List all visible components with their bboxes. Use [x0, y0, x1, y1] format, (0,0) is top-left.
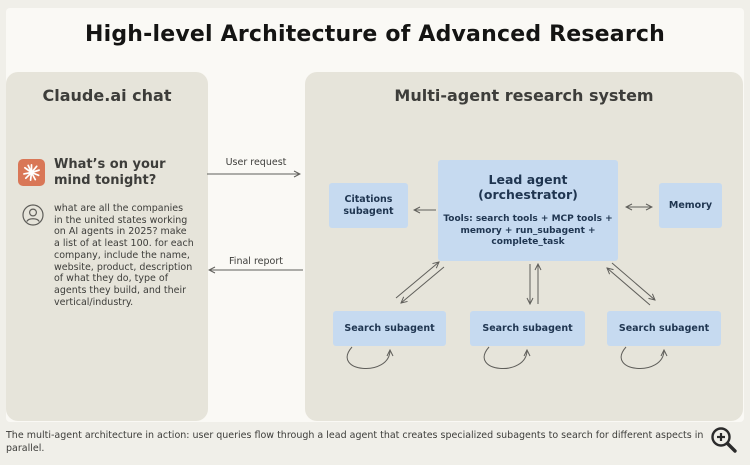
claude-sunburst-icon — [18, 159, 45, 186]
memory-box: Memory — [659, 183, 722, 228]
claude-chat-panel: Claude.ai chat — [6, 72, 208, 421]
search-subagent-box-3: Search subagent — [607, 311, 721, 346]
citations-subagent-box: Citations subagent — [329, 183, 408, 228]
diagram-title: High-level Architecture of Advanced Rese… — [84, 22, 666, 47]
lead-agent-subtitle: (orchestrator) — [478, 187, 578, 202]
search1-to-lead-arrow — [395, 262, 439, 299]
user-avatar-icon — [22, 204, 44, 226]
lead-agent-box: Lead agent (orchestrator) Tools: search … — [438, 160, 618, 261]
user-request-label: User request — [225, 157, 287, 168]
prompt-heading: What’s on your mind tonight? — [54, 157, 166, 188]
search-subagent-box-2: Search subagent — [470, 311, 585, 346]
search3-self-loop — [620, 346, 664, 369]
user-query-text: what are all the companies in the united… — [54, 203, 194, 308]
lead-to-search3-arrow — [611, 262, 655, 300]
lead-agent-title: Lead agent — [488, 172, 568, 187]
search1-self-loop — [346, 346, 390, 369]
search2-self-loop — [483, 346, 527, 369]
lead-to-search1-arrow — [401, 266, 445, 303]
figure-caption: The multi-agent architecture in action: … — [6, 430, 704, 454]
final-report-label: Final report — [229, 256, 283, 267]
multi-agent-title: Multi-agent research system — [394, 86, 654, 105]
lead-agent-tools: Tools: search tools + MCP tools + memory… — [443, 214, 613, 247]
search-subagent-box-1: Search subagent — [333, 311, 446, 346]
claude-chat-title: Claude.ai chat — [42, 86, 172, 105]
search3-to-lead-arrow — [607, 268, 651, 306]
zoom-in-icon[interactable] — [708, 424, 742, 456]
